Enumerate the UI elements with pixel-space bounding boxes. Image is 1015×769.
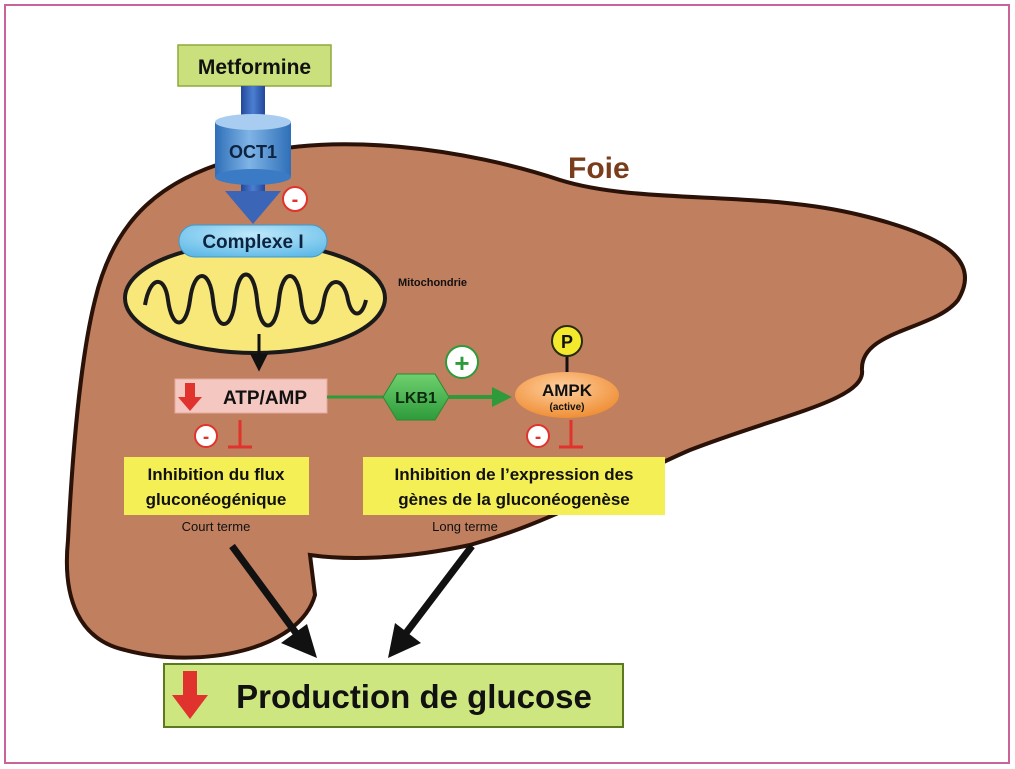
complexe-i-box [178,224,328,258]
metformine-label: Metformine [198,56,311,79]
long-term-line2: gènes de la gluconéogenèse [398,490,629,509]
svg-text:-: - [203,427,209,448]
short-term-caption: Court terme [182,519,251,534]
atp-amp-label: ATP/AMP [223,388,307,409]
liver-label: Foie [568,152,630,185]
oct1-label: OCT1 [229,142,277,162]
inhibition-bar-long [559,420,583,449]
plus-sign: + [445,345,479,379]
arrow-short-to-result [229,543,317,658]
complexe-i-label: Complexe I [202,232,303,253]
phospho-circle: P [551,325,583,357]
result-label: Production de glucose [236,678,592,715]
long-term-line1: Inhibition de l’expression des [395,465,634,484]
short-term-box [124,457,309,515]
svg-text:-: - [292,189,299,211]
oct1-transporter: OCT1 [215,114,291,185]
long-term-box [363,457,665,515]
metformine-box [177,44,332,87]
svg-text:-: - [535,427,541,448]
atp-amp-box [174,378,328,414]
ampk-ellipse [515,372,619,418]
short-term-line1: Inhibition du flux [148,465,285,484]
svg-text:P: P [561,332,573,352]
down-arrow-icon-result [172,671,208,719]
result-box [163,663,624,728]
lkb1-label: LKB1 [395,390,437,407]
ampk-active-label: (active) [549,402,584,413]
ampk-label: AMPK [542,381,593,400]
short-term-line2: gluconéogénique [146,490,287,509]
minus-sign-long: - [526,424,550,448]
mitochondria [123,241,387,355]
mitochondrie-label: Mitochondrie [398,277,467,289]
minus-sign-short: - [194,424,218,448]
minus-sign-complexe: - [282,186,308,212]
arrow-long-to-result [388,543,475,658]
inhibition-bar-short [228,420,252,449]
long-term-caption: Long terme [432,519,498,534]
down-arrow-icon [178,383,202,411]
svg-text:+: + [454,348,469,378]
